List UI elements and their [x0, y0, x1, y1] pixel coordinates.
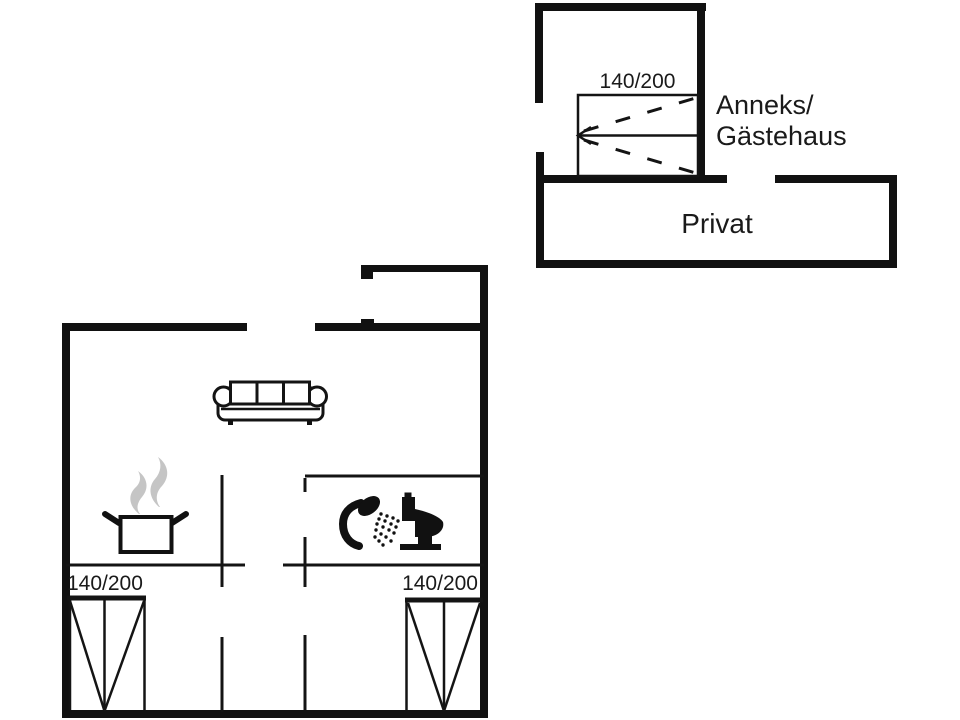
annex-privat-left-wall	[536, 152, 544, 268]
shower-head	[357, 496, 381, 516]
bed-dashed-fold-top	[583, 95, 700, 133]
interior-walls	[66, 474, 484, 712]
annex-top-wall	[535, 3, 706, 11]
main-top-wall-right	[315, 323, 488, 331]
toilet-bowl	[415, 509, 444, 537]
toilet-pedestal	[418, 536, 432, 544]
bed-fold-left	[406, 602, 446, 712]
shower-hose	[338, 499, 365, 550]
annex-name-line2: Gästehaus	[716, 121, 847, 151]
main-right-wall	[480, 265, 488, 718]
pot-handle-right	[169, 511, 189, 526]
main-bottom-wall	[62, 710, 488, 718]
bed-dashed-fold-bottom	[583, 138, 700, 176]
shower-icon	[338, 496, 400, 550]
sofa-icon	[212, 380, 328, 425]
double-bed-icon	[405, 597, 483, 712]
steam-swirl-right	[150, 457, 168, 507]
porch-door-post	[361, 265, 373, 279]
steam-swirl-left	[130, 471, 147, 514]
privat-walls	[536, 175, 897, 268]
pot-handle-left	[102, 511, 122, 526]
sofa-cushion-dividers	[255, 382, 285, 404]
double-bed-icon	[67, 595, 146, 712]
sofa-back-cushions	[229, 380, 311, 406]
privat-room-label: Privat	[681, 208, 753, 239]
bed-fold-right	[442, 602, 482, 712]
annex-left-wall-upper	[535, 3, 543, 103]
porch-top-wall	[361, 265, 488, 272]
toilet-tank	[402, 497, 415, 521]
steam-icon	[130, 457, 168, 514]
left-bedroom-bed-size-label: 140/200	[67, 572, 143, 595]
annex-name-line1: Anneks/	[716, 90, 814, 120]
door-post	[361, 319, 374, 331]
bed-fold-left	[68, 600, 106, 712]
privat-bottom-wall	[536, 260, 897, 268]
main-house-walls	[62, 265, 488, 718]
pot-body	[118, 515, 174, 554]
sofa-leg-left	[228, 420, 233, 425]
privat-right-wall	[889, 175, 897, 268]
double-bed-icon	[575, 93, 700, 178]
annex-walls	[535, 3, 706, 268]
annex-bed-size-label: 140/200	[599, 70, 676, 93]
main-top-wall-left	[62, 323, 247, 331]
cooking-pot-icon	[102, 457, 189, 554]
shower-spray-droplets	[373, 512, 400, 547]
annex-right-wall	[697, 3, 705, 183]
privat-top-wall-right	[775, 175, 897, 183]
toilet-base	[400, 544, 441, 550]
right-bedroom-bed-size-label: 140/200	[402, 572, 478, 595]
privat-top-wall-left	[536, 175, 727, 183]
sofa-leg-right	[307, 420, 312, 425]
toilet-icon	[400, 492, 444, 550]
bed-fold-right	[103, 600, 146, 712]
toilet-button	[404, 492, 412, 497]
main-left-wall	[62, 323, 70, 718]
